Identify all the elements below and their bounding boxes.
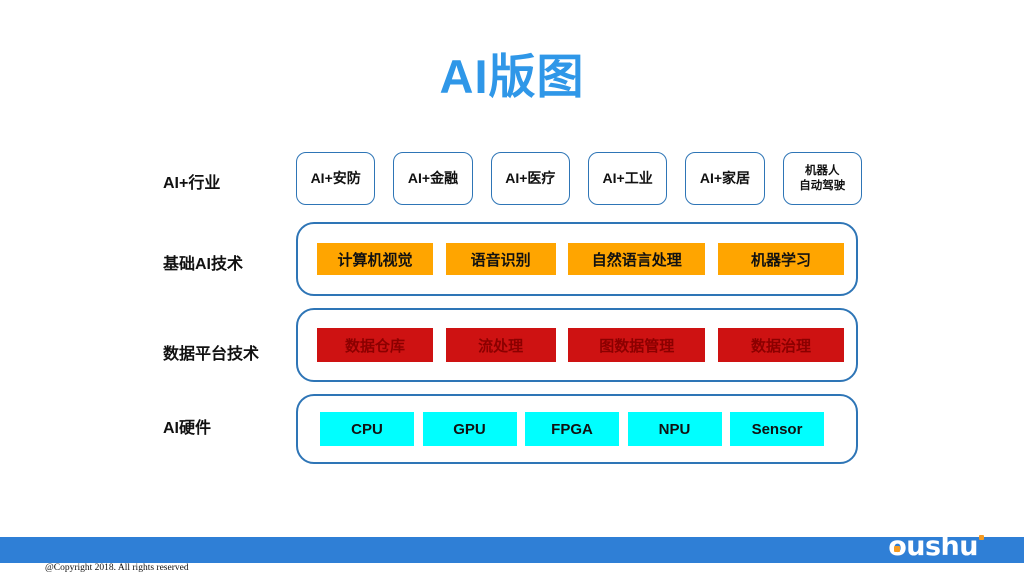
copyright-text: @Copyright 2018. All rights reserved — [45, 563, 189, 573]
industry-box-industrial: AI+工业 — [587, 152, 668, 205]
footer-bar: oushu — [0, 531, 1024, 563]
tech-chip-computer-vision: 计算机视觉 — [317, 243, 433, 275]
row-label-data-platform-tech: 数据平台技术 — [163, 346, 260, 363]
row-label-ai-hardware: AI硬件 — [163, 420, 212, 437]
industry-box-medical: AI+医疗 — [490, 152, 570, 205]
data-chip-stream-processing: 流处理 — [445, 328, 556, 362]
logo-orange-dot-icon — [894, 545, 901, 552]
industry-box-robot-autodrive: 机器人 自动驾驶 — [782, 152, 862, 205]
logo-orange-tick-icon — [979, 535, 984, 540]
industry-row: AI+安防 AI+金融 AI+医疗 AI+工业 AI+家居 机器人 自动驾驶 — [296, 152, 862, 205]
hw-chip-sensor: Sensor — [730, 412, 824, 446]
data-chip-graph-data-management: 图数据管理 — [568, 328, 706, 362]
industry-box-home: AI+家居 — [685, 152, 765, 205]
hw-chip-gpu: GPU — [422, 412, 517, 446]
tech-chip-speech-recognition: 语音识别 — [445, 243, 556, 275]
hw-chip-npu: NPU — [627, 412, 722, 446]
data-platform-group: 数据仓库 流处理 图数据管理 数据治理 — [296, 308, 858, 382]
basic-ai-tech-group: 计算机视觉 语音识别 自然语言处理 机器学习 — [296, 222, 858, 296]
ai-hardware-group: CPU GPU FPGA NPU Sensor — [296, 394, 858, 464]
tech-chip-machine-learning: 机器学习 — [717, 243, 844, 275]
logo-letter-o: o — [888, 531, 907, 562]
data-chip-data-governance: 数据治理 — [717, 328, 844, 362]
hw-chip-cpu: CPU — [320, 412, 414, 446]
logo-rest: ushu — [906, 531, 978, 562]
tech-chip-nlp: 自然语言处理 — [568, 243, 706, 275]
data-chip-data-warehouse: 数据仓库 — [317, 328, 433, 362]
industry-box-finance: AI+金融 — [393, 152, 473, 205]
page-title: AI版图 — [439, 50, 585, 103]
row-label-basic-ai-tech: 基础AI技术 — [163, 256, 244, 273]
oushu-logo: oushu — [888, 531, 984, 562]
industry-box-security: AI+安防 — [296, 152, 376, 205]
row-label-ai-industry: AI+行业 — [163, 175, 221, 192]
hw-chip-fpga: FPGA — [525, 412, 619, 446]
